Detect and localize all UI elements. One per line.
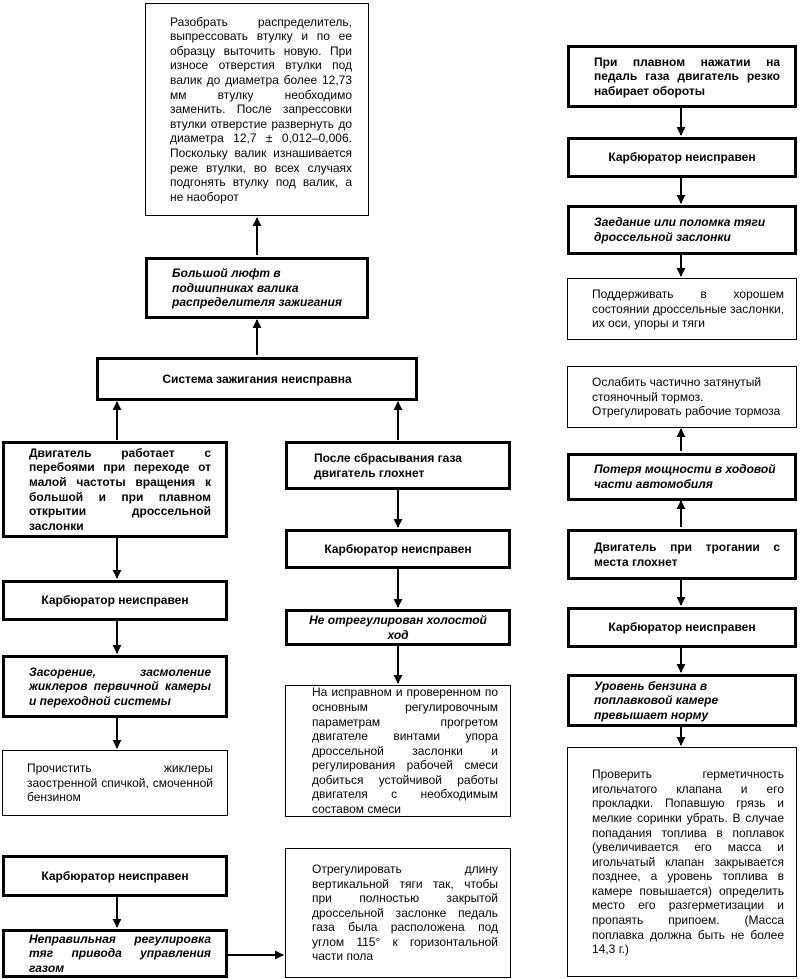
box-b9: Неправильная регулировка тяг привода упр… — [2, 929, 228, 978]
box-b11: После сбрасывания газа двигатель глохнет — [285, 441, 511, 490]
box-b18: Поддерживать в хорошем состоянии дроссел… — [567, 278, 797, 340]
box-b3: Система зажигания неисправна — [96, 357, 418, 401]
box-b24: Проверить герметичность игольчатого клап… — [567, 747, 797, 977]
box-b2: Большой люфт в подшипниках валика распре… — [145, 257, 369, 319]
box-b21: Двигатель при трогании с места глохнет — [567, 529, 797, 580]
box-b12: Карбюратор неисправен — [285, 529, 511, 569]
box-b7: Прочистить жиклеры заостренной спичкой, … — [2, 750, 228, 816]
box-b5: Карбюратор неисправен — [2, 580, 228, 621]
box-b6: Засорение, засмоление жиклеров первичной… — [2, 655, 228, 718]
box-b17: Заедание или поломка тяги дроссельной за… — [567, 205, 797, 255]
box-b13: Не отрегулирован холостой ход — [285, 609, 511, 646]
box-b10: Отрегулировать длину вертикальной тяги т… — [285, 848, 511, 978]
box-b23: Уровень бензина в поплавковой камере пре… — [567, 674, 797, 727]
box-b20: Потеря мощности в ходовой части автомоби… — [567, 453, 797, 501]
box-b16: Карбюратор неисправен — [567, 137, 797, 178]
box-b22: Карбюратор неисправен — [567, 607, 797, 648]
box-b1: Разобрать распределитель, выпрессовать в… — [145, 3, 369, 216]
box-b8: Карбюратор неисправен — [2, 855, 228, 897]
box-b4: Двигатель работает с перебоями при перех… — [2, 441, 228, 538]
box-b15: При плавном нажатии на педаль газа двига… — [567, 45, 797, 108]
box-b19: Ослабить частично затянутый стояночный т… — [567, 366, 797, 428]
box-b14: На исправном и проверенном по основным р… — [285, 685, 511, 817]
